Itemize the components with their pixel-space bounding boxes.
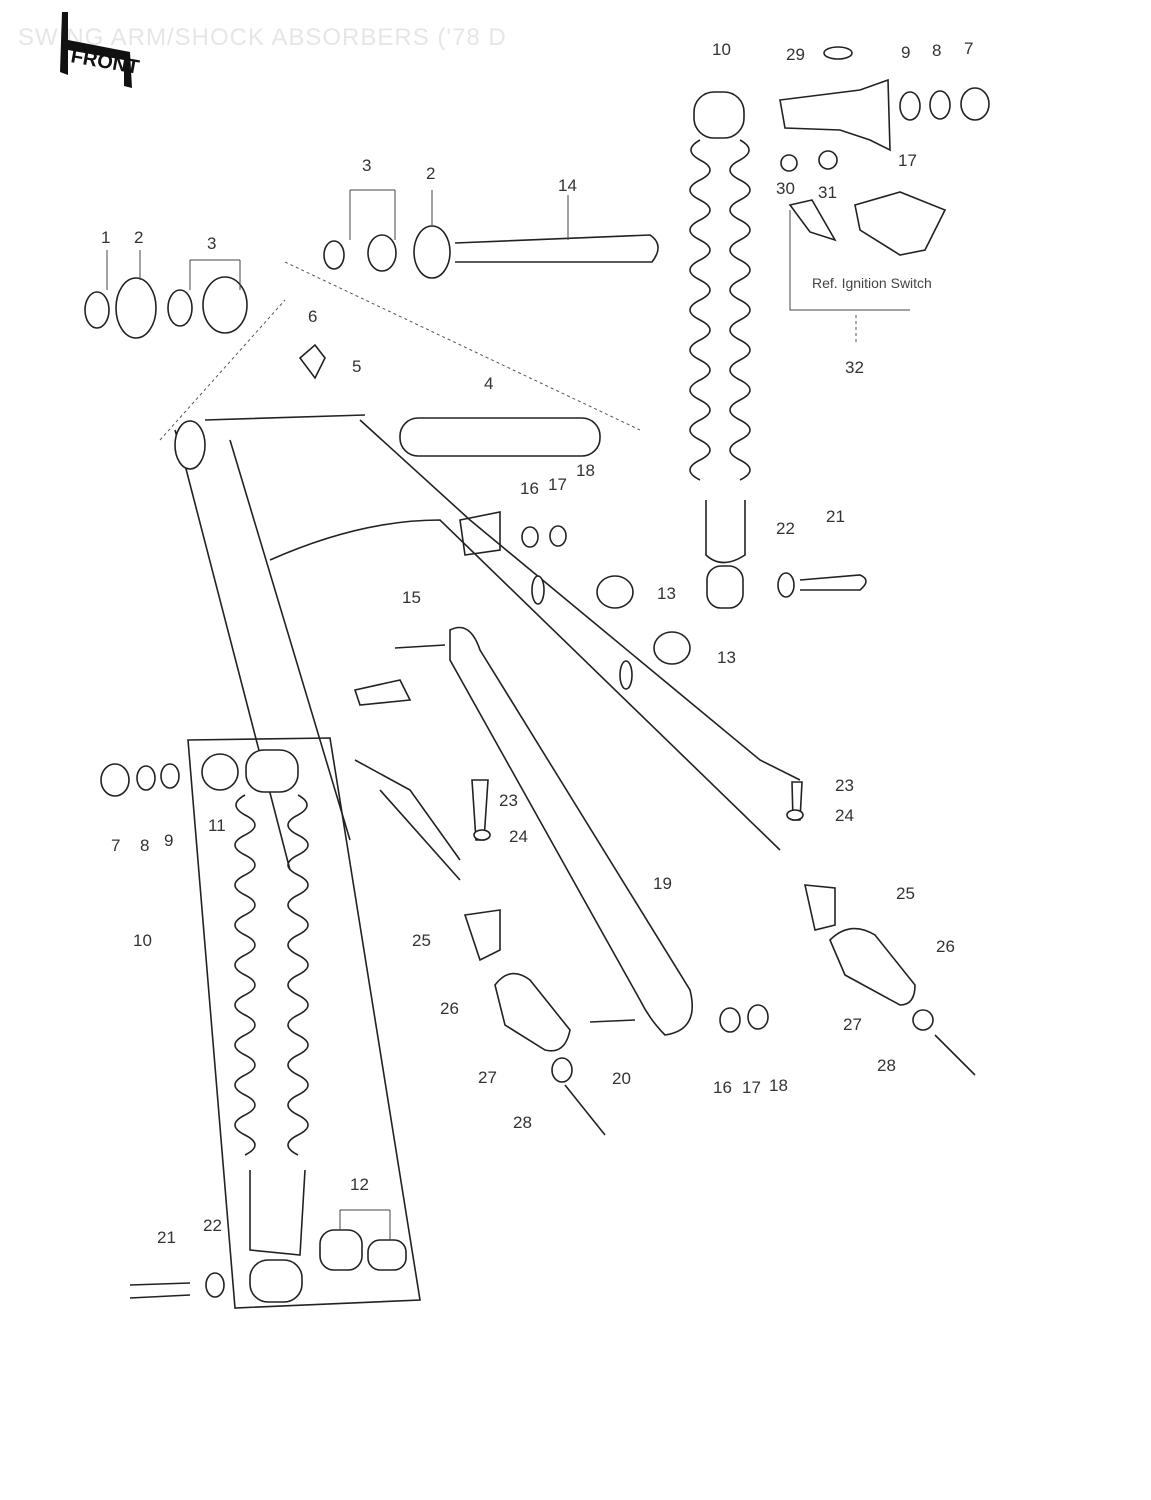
callout-10: 10 [712, 40, 731, 59]
callout-8: 8 [932, 41, 941, 60]
callout-7: 7 [964, 39, 973, 58]
callout-32: 32 [845, 358, 864, 377]
callout-1: 1 [101, 228, 110, 247]
callout-22: 22 [203, 1216, 222, 1235]
callout-3: 3 [362, 156, 371, 175]
callout-31: 31 [818, 183, 837, 202]
callout-17: 17 [898, 151, 917, 170]
torque-link [449, 626, 694, 1036]
callout-2: 2 [134, 228, 143, 247]
callout-9: 9 [164, 831, 173, 850]
callout-17: 17 [548, 475, 567, 494]
callout-6: 6 [308, 307, 317, 326]
callout-25: 25 [896, 884, 915, 903]
callout-4: 4 [484, 374, 493, 393]
callout-18: 18 [576, 461, 595, 480]
callout-13: 13 [657, 584, 676, 603]
callout-28: 28 [513, 1113, 532, 1132]
callout-21: 21 [826, 507, 845, 526]
callout-16: 16 [520, 479, 539, 498]
callout-12: 12 [350, 1175, 369, 1194]
ref-ignition-switch-note: Ref. Ignition Switch [812, 275, 932, 291]
callout-3: 3 [207, 234, 216, 253]
callout-29: 29 [786, 45, 805, 64]
callout-23: 23 [499, 791, 518, 810]
callout-27: 27 [478, 1068, 497, 1087]
callout-26: 26 [936, 937, 955, 956]
callout-28: 28 [877, 1056, 896, 1075]
callout-9: 9 [901, 43, 910, 62]
pivot-shaft [323, 189, 659, 279]
callout-19: 19 [653, 874, 672, 893]
left-bushings [84, 250, 248, 339]
callout-23: 23 [835, 776, 854, 795]
callout-21: 21 [157, 1228, 176, 1247]
callout-18: 18 [769, 1076, 788, 1095]
callout-22: 22 [776, 519, 795, 538]
callout-20: 20 [612, 1069, 631, 1088]
callout-26: 26 [440, 999, 459, 1018]
callout-14: 14 [558, 176, 577, 195]
callout-8: 8 [140, 836, 149, 855]
callout-13: 13 [717, 648, 736, 667]
callout-7: 7 [111, 836, 120, 855]
front-badge: FRONT [69, 45, 141, 79]
shock-absorber-left-box [187, 737, 421, 1309]
front-arrow-icon: FRONT [60, 12, 141, 88]
callout-17: 17 [742, 1078, 761, 1097]
swing-arm [174, 414, 801, 881]
shock-absorber-right [689, 91, 751, 609]
callout-2: 2 [426, 164, 435, 183]
callout-15: 15 [402, 588, 421, 607]
callout-16: 16 [713, 1078, 732, 1097]
callout-5: 5 [352, 357, 361, 376]
callout-25: 25 [412, 931, 431, 950]
grease-nipple [298, 343, 326, 380]
callout-30: 30 [776, 179, 795, 198]
callout-11: 11 [208, 816, 226, 835]
callout-24: 24 [835, 806, 854, 825]
callout-10: 10 [133, 931, 152, 950]
callout-27: 27 [843, 1015, 862, 1034]
bracket-assembly [779, 46, 990, 345]
callout-24: 24 [509, 827, 528, 846]
